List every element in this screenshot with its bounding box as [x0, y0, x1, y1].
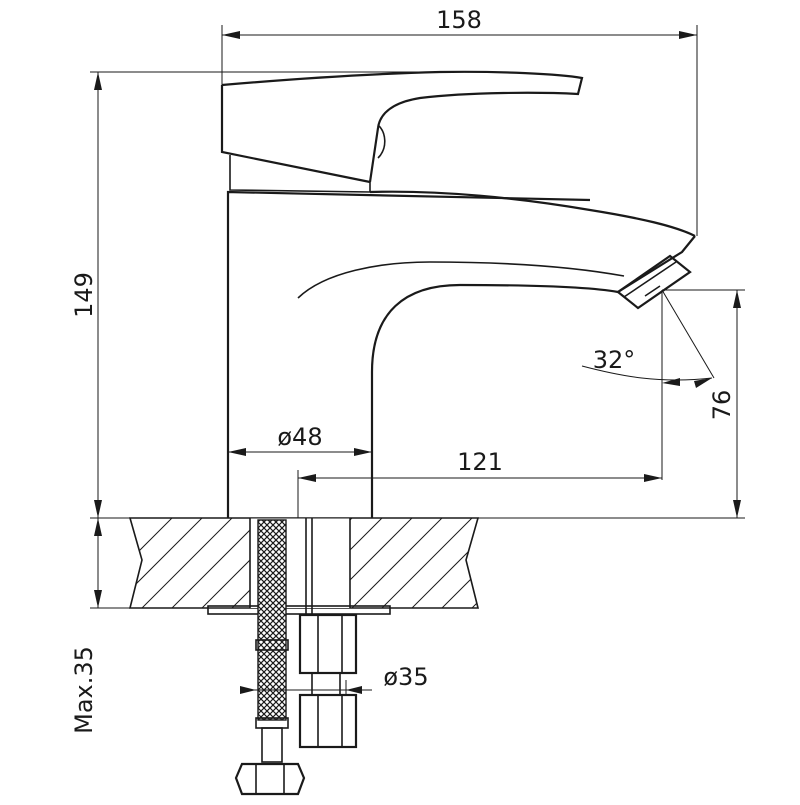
dim-max-countertop: Max.35	[70, 518, 102, 734]
dim-total-width-label: 158	[436, 6, 482, 34]
dim-spout-height: 76	[708, 290, 741, 518]
aerator	[616, 254, 692, 310]
dim-spout-reach: 121	[298, 448, 662, 482]
dim-hose-diameter-label: ø35	[383, 663, 428, 691]
dim-spout-angle-label: 32°	[593, 346, 636, 374]
dim-total-height: 149	[70, 72, 102, 518]
faucet-handle	[220, 70, 584, 193]
flexible-hose	[234, 519, 306, 796]
dim-body-diameter: ø48	[228, 423, 372, 456]
dim-total-width: 158	[222, 6, 697, 39]
dim-body-diameter-label: ø48	[277, 423, 322, 451]
dim-hose-diameter: ø35	[240, 663, 429, 694]
mounting-stud	[298, 518, 358, 749]
dim-spout-reach-label: 121	[457, 448, 503, 476]
dim-spout-height-label: 76	[708, 390, 736, 421]
dim-total-height-label: 149	[70, 272, 98, 318]
extension-lines	[90, 25, 745, 696]
faucet-body	[226, 190, 696, 518]
dim-max-countertop-label: Max.35	[70, 646, 98, 734]
dim-spout-angle: 32°	[581, 289, 715, 388]
